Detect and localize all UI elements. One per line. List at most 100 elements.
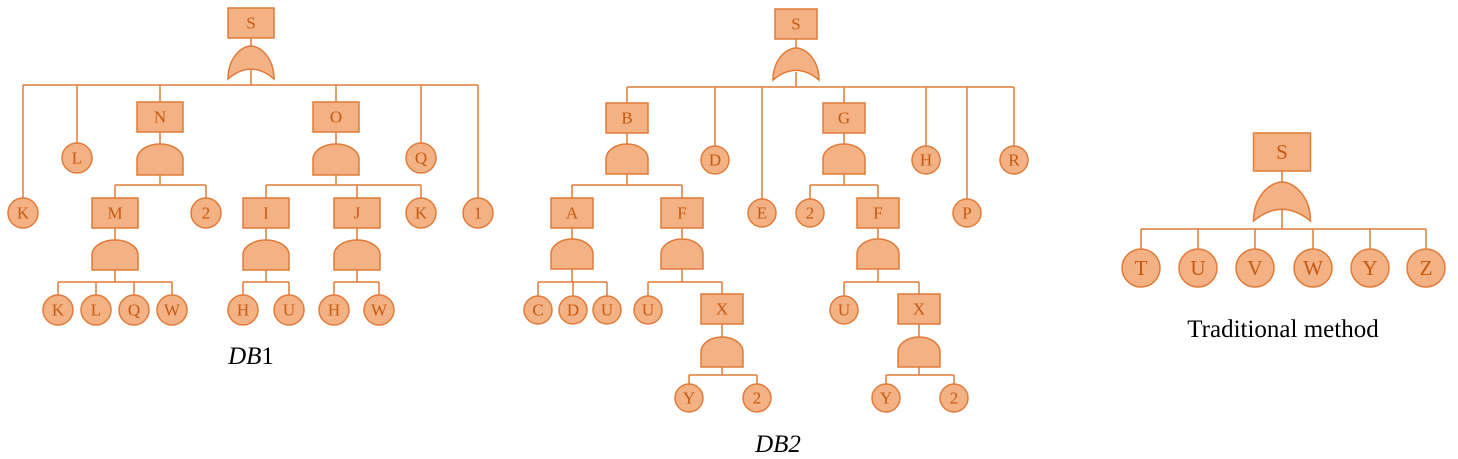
and-gate-icon <box>312 143 360 176</box>
node-label: Z <box>1420 256 1433 280</box>
node-label: B <box>621 109 632 128</box>
node-label: D <box>567 301 579 320</box>
node-label: U <box>1190 256 1205 280</box>
basic-event-circle <box>61 142 93 174</box>
and-gate-icon <box>605 143 649 175</box>
basic-event-circle <box>7 197 39 229</box>
basic-event-circle <box>871 383 901 413</box>
basic-event-circle <box>742 383 772 413</box>
event-box <box>91 197 139 229</box>
basic-event-circle <box>747 198 777 228</box>
node-label: G <box>838 109 850 128</box>
node-label: H <box>328 301 340 320</box>
node-label: F <box>677 204 686 223</box>
basic-event-circle <box>405 142 437 174</box>
node-label: T <box>1135 256 1148 280</box>
basic-event-circle <box>1121 248 1161 288</box>
event-rect <box>700 293 744 325</box>
event-rect <box>897 293 941 325</box>
basic-event-circle <box>156 294 188 326</box>
node-label: U <box>601 301 613 320</box>
node-label: K <box>17 204 30 223</box>
and-gate-icon <box>333 239 381 271</box>
node-label: X <box>913 300 925 319</box>
event-rect <box>333 197 381 229</box>
db1-caption: DB1 <box>227 343 274 370</box>
and-gate-icon <box>242 239 290 271</box>
node-label: W <box>1303 256 1323 280</box>
basic-event-circle <box>633 295 663 325</box>
node-label: D <box>709 151 721 170</box>
node-label: M <box>107 204 122 223</box>
node-label: W <box>371 301 388 320</box>
basic-event-circle <box>118 294 150 326</box>
and-gate-icon <box>136 143 184 176</box>
event-box <box>312 101 360 133</box>
basic-event-circle <box>1350 248 1390 288</box>
basic-event-circle <box>911 145 941 175</box>
node-label: U <box>642 301 654 320</box>
node-label: Y <box>683 389 695 408</box>
basic-event-circle <box>363 294 395 326</box>
event-box <box>136 101 184 133</box>
node-label: S <box>791 15 800 34</box>
node-label: C <box>532 301 543 320</box>
event-rect <box>856 197 900 229</box>
event-rect <box>605 102 649 134</box>
node-label: 1 <box>474 204 483 223</box>
node-label: N <box>154 108 166 127</box>
node-label: S <box>246 14 255 33</box>
event-box <box>550 197 594 229</box>
node-label: P <box>962 204 971 223</box>
node-label: S <box>1276 140 1288 164</box>
node-label: 2 <box>806 204 815 223</box>
basic-event-circle <box>1406 248 1446 288</box>
and-gate-icon <box>897 336 941 368</box>
and-gate-icon <box>550 238 594 270</box>
node-label: O <box>330 108 342 127</box>
basic-event-circle <box>80 294 112 326</box>
basic-event-circle <box>939 383 969 413</box>
basic-event-circle <box>42 294 74 326</box>
basic-event-circle <box>999 145 1029 175</box>
event-rect <box>91 197 139 229</box>
basic-event-circle <box>318 294 350 326</box>
basic-event-circle <box>273 294 305 326</box>
node-label: V <box>1247 256 1262 280</box>
node-label: R <box>1008 151 1020 170</box>
event-rect <box>242 197 290 229</box>
node-label: Y <box>880 389 892 408</box>
node-label: Q <box>415 149 427 168</box>
node-label: L <box>72 149 82 168</box>
node-label: K <box>415 204 428 223</box>
event-rect <box>136 101 184 133</box>
event-rect <box>774 8 818 40</box>
event-box <box>227 7 275 39</box>
node-label: U <box>283 301 295 320</box>
or-gate-icon <box>227 45 275 81</box>
and-gate-icon <box>700 336 744 368</box>
event-box <box>1252 132 1312 172</box>
basic-event-circle <box>1293 248 1333 288</box>
event-rect <box>660 197 704 229</box>
basic-event-circle <box>952 198 982 228</box>
event-box <box>605 102 649 134</box>
node-label: E <box>757 204 767 223</box>
node-label: Y <box>1362 256 1377 280</box>
db2-caption: DB2 <box>754 431 801 458</box>
and-gate-icon <box>822 143 866 175</box>
event-rect <box>1252 132 1312 172</box>
event-box <box>897 293 941 325</box>
traditional-caption: Traditional method <box>1187 316 1379 343</box>
node-label: J <box>354 204 361 223</box>
event-box <box>700 293 744 325</box>
basic-event-circle <box>592 295 622 325</box>
node-label: L <box>91 301 101 320</box>
or-gate-icon <box>772 47 820 82</box>
node-label: K <box>52 301 65 320</box>
basic-event-circle <box>1235 248 1275 288</box>
and-gate-icon <box>856 238 900 270</box>
basic-event-circle <box>523 295 553 325</box>
